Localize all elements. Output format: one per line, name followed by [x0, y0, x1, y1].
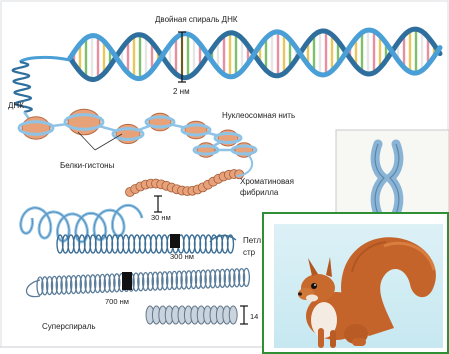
squirrel-eye: [311, 283, 317, 289]
looped-domains: [21, 205, 236, 253]
label-supercoil: Суперспираль: [42, 322, 96, 331]
squirrel-ear-left: [308, 258, 318, 276]
squirrel-ear-right: [326, 257, 332, 277]
label-histones: Белки-гистоны: [60, 161, 115, 170]
squirrel-illustration: [274, 224, 443, 348]
chromatin-fibril: [126, 152, 253, 197]
label-300nm: 300 нм: [170, 252, 194, 261]
label-1400-partial: 14: [250, 312, 258, 321]
label-30nm: 30 нм: [151, 213, 171, 222]
label-dna: ДНК: [8, 101, 24, 110]
coil-width-marker: [122, 272, 132, 290]
fibril-width-marker: [154, 196, 162, 212]
squirrel-photo-card: [262, 212, 449, 354]
label-chromatin-fibril-1: Хроматиновая: [240, 177, 294, 186]
label-chromatin-fibril-2: фибрилла: [240, 188, 279, 197]
label-nucleosome-thread: Нуклеосомная нить: [222, 111, 295, 120]
chromatid-section: [146, 306, 237, 324]
chromosome-box: [336, 130, 449, 216]
chromatid-width-marker: [240, 306, 248, 324]
label-2nm: 2 нм: [173, 87, 190, 96]
squirrel-photo: [274, 224, 443, 348]
squirrel-nose: [298, 292, 302, 295]
loops-width-marker: [170, 234, 180, 248]
nucleosome-thread: [19, 109, 256, 157]
label-700nm: 700 нм: [105, 297, 129, 306]
squirrel-front-leg: [318, 328, 324, 348]
dna-double-helix: [70, 29, 440, 79]
supercoil-700nm: [27, 268, 250, 296]
label-dna-helix: Двойная спираль ДНК: [155, 15, 238, 24]
label-loops-partial-1: Петл: [243, 236, 261, 245]
label-loops-partial-2: стр: [243, 248, 256, 257]
